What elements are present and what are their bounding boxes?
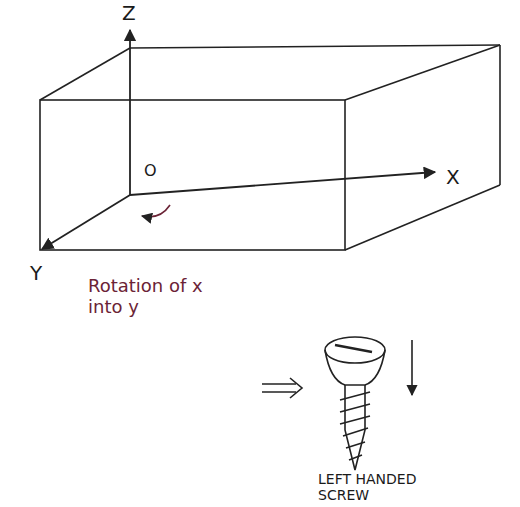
cuboid	[40, 45, 500, 250]
axis-label: Z	[122, 2, 152, 25]
screw-symbol	[262, 337, 412, 470]
rotation-arrow	[142, 205, 170, 217]
axes	[42, 30, 435, 249]
axis-label: Y	[30, 262, 60, 285]
screw-label: LEFT HANDED SCREW	[318, 471, 468, 503]
axis-label: X	[446, 166, 476, 189]
rotation-note: Rotation of x into y	[88, 276, 238, 317]
origin-label: O	[144, 162, 168, 180]
